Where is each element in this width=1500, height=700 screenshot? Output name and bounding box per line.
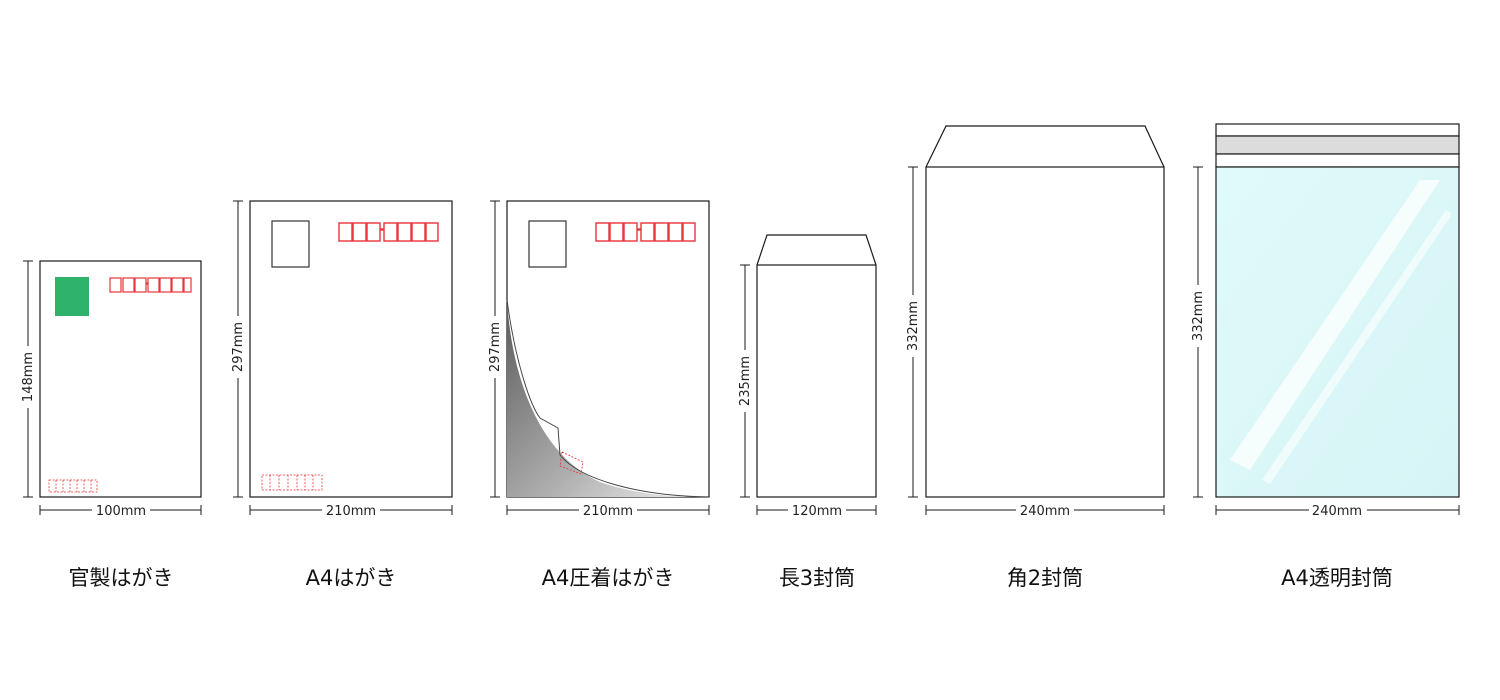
postal-code-boxes bbox=[109, 277, 192, 293]
height-label: 297mm bbox=[488, 322, 503, 372]
sender-code-boxes bbox=[261, 474, 323, 491]
postal-code-boxes bbox=[338, 222, 439, 242]
caption: A4圧着はがき bbox=[542, 566, 675, 590]
stamp-box bbox=[271, 220, 310, 268]
naga3-envelope: 235mm 120mm 長3封筒 bbox=[736, 234, 877, 590]
film-glare-thin bbox=[1262, 210, 1452, 484]
width-label: 210mm bbox=[326, 504, 376, 519]
stamp-box bbox=[528, 220, 567, 268]
film-glare bbox=[1230, 180, 1440, 470]
sender-code-boxes bbox=[48, 479, 98, 493]
peeled-inner-sheet bbox=[507, 300, 709, 497]
height-label: 332mm bbox=[906, 301, 921, 351]
width-label: 120mm bbox=[792, 504, 842, 519]
width-label: 240mm bbox=[1312, 504, 1362, 519]
envelope-body bbox=[756, 264, 877, 498]
height-label: 148mm bbox=[21, 352, 36, 402]
peel-curl-edge bbox=[506, 299, 710, 498]
height-label: 297mm bbox=[231, 322, 246, 372]
official-postcard: 148mm 100mm 官製はがき bbox=[19, 260, 202, 590]
width-label: 240mm bbox=[1020, 504, 1070, 519]
caption: 長3封筒 bbox=[779, 566, 855, 590]
stamp-imprint bbox=[55, 277, 89, 316]
caption: A4はがき bbox=[306, 566, 397, 590]
a4-pressure-sealed-postcard: 297mm 210mm A4圧着はがき bbox=[486, 200, 710, 590]
flap-strip-top bbox=[1215, 123, 1460, 137]
width-label: 100mm bbox=[96, 504, 146, 519]
envelope-flap bbox=[925, 125, 1165, 168]
a4-clear-envelope: 332mm 240mm A4透明封筒 bbox=[1189, 123, 1460, 590]
adhesive-seal-strip bbox=[1215, 135, 1460, 155]
sender-code-boxes bbox=[559, 451, 584, 475]
envelope-body bbox=[925, 166, 1165, 498]
postal-code-boxes bbox=[595, 222, 696, 242]
width-label: 210mm bbox=[583, 504, 633, 519]
kaku2-envelope: 332mm 240mm 角2封筒 bbox=[904, 125, 1165, 590]
caption: 官製はがき bbox=[69, 566, 174, 590]
caption: A4透明封筒 bbox=[1281, 566, 1393, 590]
height-label: 332mm bbox=[1191, 291, 1206, 341]
flap-strip-bottom bbox=[1215, 153, 1460, 168]
caption: 角2封筒 bbox=[1007, 566, 1083, 590]
envelope-flap bbox=[756, 234, 877, 266]
a4-postcard: 297mm 210mm A4はがき bbox=[229, 200, 453, 590]
height-label: 235mm bbox=[738, 356, 753, 406]
